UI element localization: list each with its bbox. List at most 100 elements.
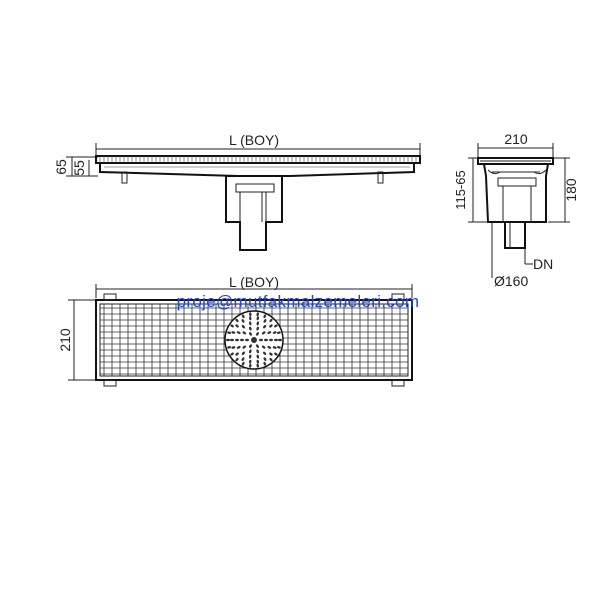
drain-hole bbox=[272, 346, 277, 349]
drain-hole bbox=[263, 361, 267, 366]
drain-hole bbox=[241, 319, 245, 323]
drain-hole bbox=[274, 352, 278, 356]
drain-hole bbox=[248, 359, 252, 364]
drain-hole bbox=[230, 324, 234, 328]
drain-hole bbox=[230, 352, 234, 356]
drain-hole bbox=[240, 338, 244, 342]
side-view: L (BOY) 65 55 bbox=[53, 132, 421, 251]
drain-hole bbox=[263, 314, 267, 319]
drain-hole bbox=[249, 326, 252, 331]
drain-hole bbox=[241, 324, 245, 329]
end-top-flange bbox=[477, 157, 554, 165]
drain-hole bbox=[231, 346, 236, 349]
side-channel-body bbox=[99, 163, 415, 177]
drain-hole bbox=[256, 332, 259, 336]
end-trap-cap bbox=[497, 177, 537, 187]
drain-hole bbox=[269, 318, 273, 323]
drain-hole bbox=[235, 318, 239, 323]
end-height-label: 180 bbox=[563, 178, 579, 202]
side-trap-cap bbox=[235, 183, 275, 193]
drain-hole bbox=[231, 331, 236, 334]
drain-hole bbox=[267, 346, 272, 349]
end-trap-body bbox=[502, 185, 532, 223]
drain-hole bbox=[235, 357, 239, 362]
drain-hole bbox=[249, 344, 252, 348]
drain-hole bbox=[227, 346, 232, 349]
drain-hole bbox=[256, 359, 260, 364]
top-tab-bl bbox=[103, 379, 117, 387]
end-flange-curl-left bbox=[487, 169, 501, 175]
top-tab-br bbox=[391, 379, 405, 387]
end-flange-curl-right bbox=[533, 169, 547, 175]
drain-hole bbox=[261, 345, 266, 349]
drain-hole bbox=[242, 331, 247, 335]
drain-hole bbox=[272, 331, 277, 334]
drain-hole bbox=[236, 331, 241, 334]
top-inner-frame bbox=[99, 303, 409, 377]
drain-hole bbox=[227, 331, 232, 334]
drain-hole bbox=[256, 349, 259, 354]
drain-hole bbox=[249, 332, 252, 336]
drain-hole bbox=[249, 312, 252, 317]
drain-hole bbox=[274, 338, 278, 342]
side-foot-right bbox=[377, 171, 384, 184]
drain-hole bbox=[245, 338, 249, 342]
drain-hole bbox=[259, 338, 263, 342]
drain-hole bbox=[248, 316, 252, 321]
drain-hole bbox=[235, 338, 239, 342]
drain-hole bbox=[256, 344, 259, 348]
drain-hole bbox=[269, 357, 273, 362]
drain-hole bbox=[256, 354, 260, 359]
end-view: 210 115-65 180 DN Ø160 bbox=[453, 131, 579, 289]
drain-hole bbox=[230, 338, 234, 342]
drain-hole bbox=[269, 324, 273, 328]
end-width-label: 210 bbox=[504, 131, 528, 147]
drain-hole bbox=[269, 338, 273, 342]
drain-hole bbox=[256, 363, 259, 368]
drain-hole bbox=[267, 331, 272, 334]
drain-hole bbox=[249, 363, 252, 368]
drain-hole bbox=[226, 338, 230, 342]
drain-hole bbox=[236, 346, 241, 349]
top-drain-holes bbox=[226, 312, 282, 368]
drain-hole bbox=[256, 321, 260, 326]
drain-hole bbox=[276, 331, 281, 334]
side-grate-frame bbox=[95, 155, 421, 164]
end-diameter-label: Ø160 bbox=[494, 273, 528, 289]
drain-hole bbox=[276, 346, 281, 349]
side-length-label: L (BOY) bbox=[229, 132, 279, 148]
drain-hole bbox=[242, 345, 247, 349]
side-height-outer-label: 65 bbox=[53, 159, 69, 175]
top-outer-frame bbox=[95, 299, 413, 381]
drain-hole bbox=[251, 337, 257, 343]
drain-hole bbox=[264, 338, 268, 342]
side-outlet-trap bbox=[225, 175, 283, 251]
end-dn-label: DN bbox=[533, 256, 553, 272]
top-tab-tl bbox=[103, 293, 117, 301]
drain-hole bbox=[241, 361, 245, 366]
drain-hole bbox=[263, 351, 267, 356]
drain-hole bbox=[261, 331, 266, 335]
drain-hole bbox=[269, 352, 273, 356]
drain-hole bbox=[248, 321, 252, 326]
drain-hole bbox=[256, 316, 260, 321]
drain-hole bbox=[241, 357, 245, 361]
side-foot-left bbox=[121, 171, 128, 184]
drain-hole bbox=[248, 354, 252, 359]
drain-hole bbox=[263, 324, 267, 329]
side-grate-bars bbox=[99, 156, 417, 163]
drain-hole bbox=[274, 324, 278, 328]
drain-hole bbox=[235, 352, 239, 356]
end-outlet-pipe bbox=[504, 221, 526, 249]
top-width-label: 210 bbox=[57, 328, 73, 352]
drain-hole bbox=[241, 351, 245, 356]
drain-hole bbox=[263, 357, 267, 361]
drain-hole bbox=[263, 319, 267, 323]
end-channel-body bbox=[483, 163, 549, 223]
drain-hole bbox=[249, 349, 252, 354]
top-length-label: L (BOY) bbox=[229, 274, 279, 290]
watermark-text: proje@mutfakmalzemeleri.com bbox=[177, 292, 420, 311]
top-view: L (BOY) 210 proje@mutfakmalzemeleri.com bbox=[57, 274, 420, 387]
drain-hole bbox=[256, 326, 259, 331]
